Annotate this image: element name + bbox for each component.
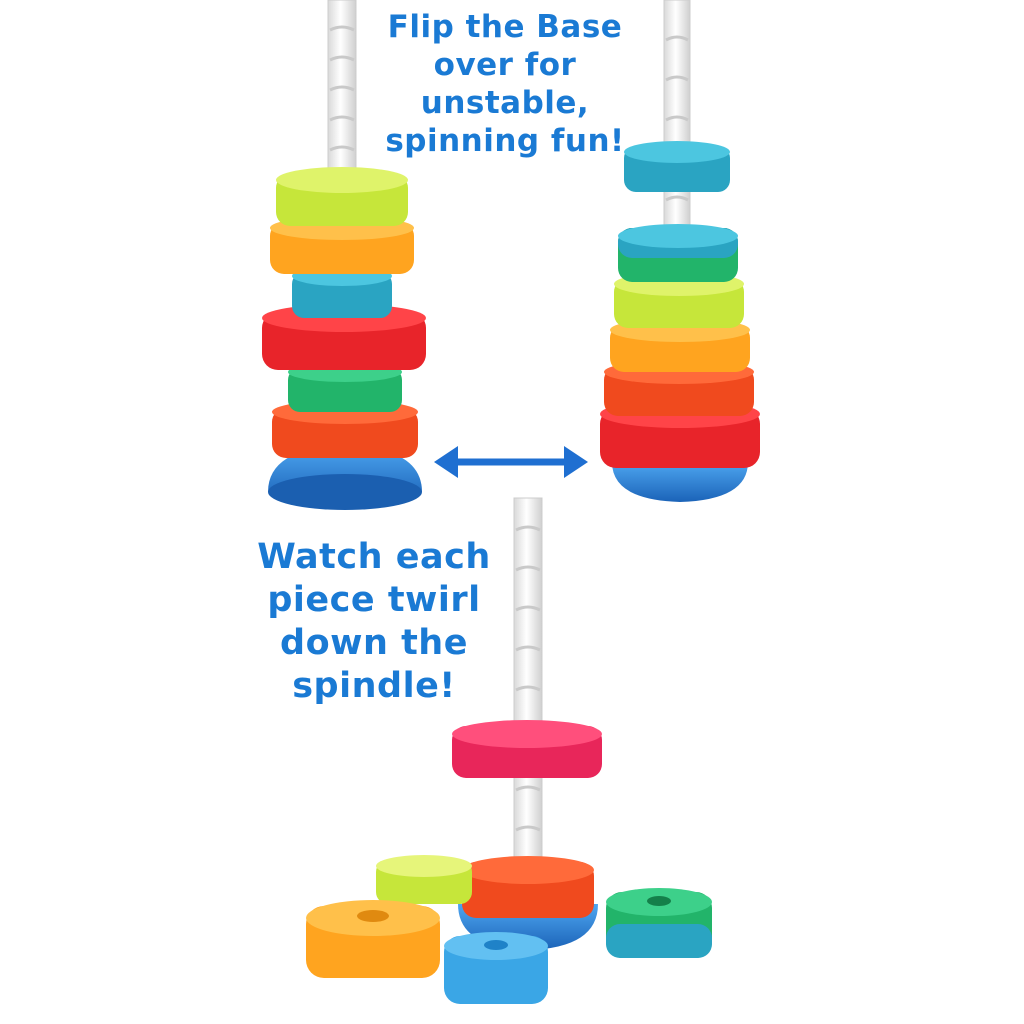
left-stacking-tower [262,0,426,510]
bottom-spindle [513,497,543,899]
right-stacking-tower [600,0,760,502]
left-rings [262,167,426,458]
caption-flip-line-3: unstable, [420,85,590,121]
red-orange-ring-on-base [462,856,594,918]
caption-flip-line-1: Flip the Base [387,9,623,45]
orange-ring-loose [306,900,440,978]
double-arrow-icon [434,446,588,478]
left-base [268,445,422,510]
caption-flip-line-4: spinning fun! [385,123,625,159]
caption-watch-line-2: piece twirl [267,580,481,620]
caption-watch-twirl: Watch each piece twirl down the spindle! [238,536,510,708]
right-spindle [663,0,691,261]
caption-flip-line-2: over for [433,47,577,83]
caption-watch-line-3: down the [280,623,468,663]
caption-flip-base: Flip the Base over for unstable, spinnin… [380,8,630,160]
left-spindle [327,0,357,191]
blue-ring-loose [444,932,548,1004]
lime-ring-loose [376,855,472,904]
right-rings [600,141,760,468]
caption-watch-line-1: Watch each [257,537,491,577]
right-base [612,462,748,502]
caption-watch-line-4: spindle! [292,666,456,706]
green-ring-loose [606,888,712,958]
bottom-spinning-scene [306,497,712,1004]
pink-ring-spinning [452,720,602,778]
